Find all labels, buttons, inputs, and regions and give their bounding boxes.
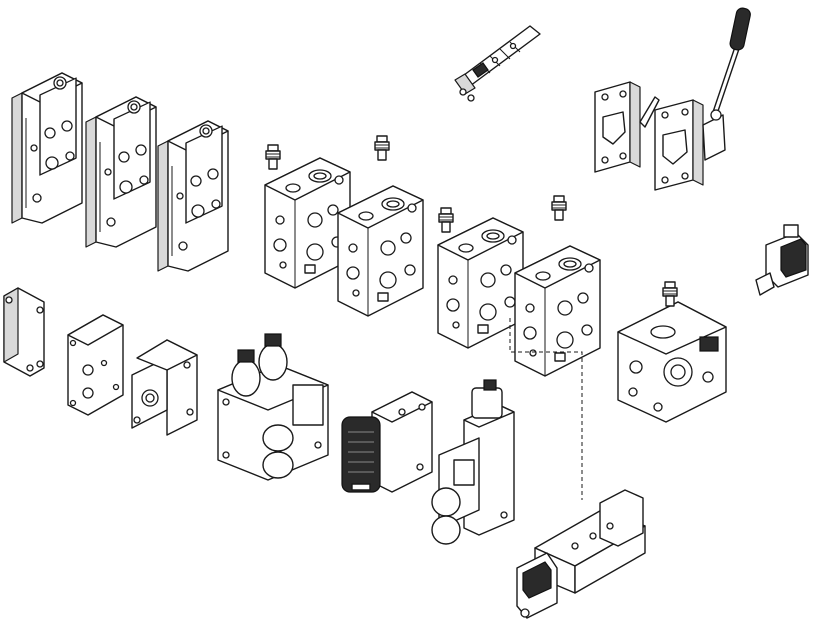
cover-cap-3 — [131, 339, 198, 436]
inlet-section — [617, 281, 727, 423]
lever-handle — [710, 7, 751, 121]
vertical-solenoid-block — [431, 379, 515, 545]
horizontal-actuator — [516, 489, 646, 619]
valve-section-2 — [337, 135, 424, 317]
double-solenoid-block — [217, 333, 329, 481]
small-solenoid — [755, 224, 809, 296]
end-plate-2 — [85, 96, 157, 248]
lever-section-left — [594, 81, 660, 173]
spool — [454, 25, 541, 102]
valve-section-1 — [264, 144, 351, 289]
cover-cap-2 — [67, 314, 124, 416]
end-plate-1 — [11, 72, 83, 224]
cover-cap-1 — [3, 287, 45, 377]
end-plate-3 — [157, 120, 229, 272]
lever-section-right — [654, 99, 726, 191]
assembly-guide-line — [509, 318, 583, 500]
black-solenoid-block — [341, 391, 433, 493]
valve-section-4 — [514, 195, 601, 377]
